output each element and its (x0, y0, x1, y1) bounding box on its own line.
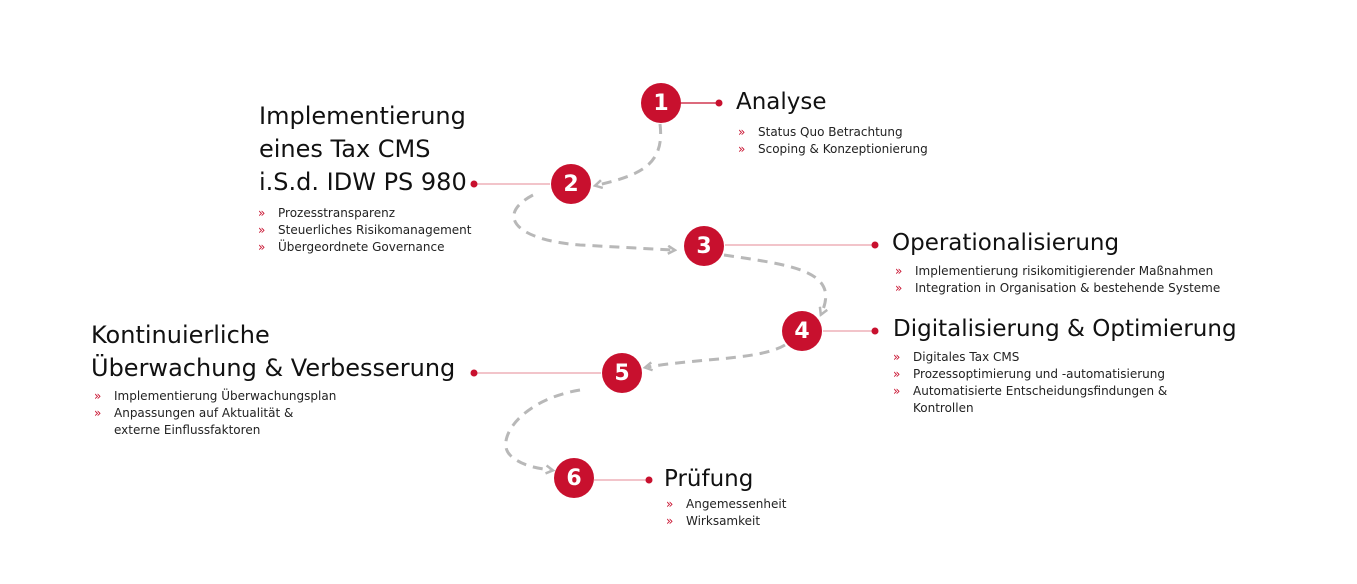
bullet-mark: » (94, 406, 102, 420)
bullet-mark: » (893, 384, 901, 398)
list-item: »Wirksamkeit (666, 514, 761, 528)
leader-dot-6 (645, 476, 653, 484)
step-number: 5 (614, 360, 630, 386)
list-item: »Prozessoptimierung und -automatisierung (893, 367, 1165, 381)
step-2-title: Implementierung eines Tax CMS i.S.d. IDW… (259, 100, 467, 199)
step-6-badge: 6 (554, 458, 594, 498)
step-1-badge: 1 (641, 83, 681, 123)
bullet-mark: » (893, 367, 901, 381)
list-item: »Steuerliches Risikomanagement (258, 223, 472, 237)
step-2-badge: 2 (551, 164, 591, 204)
bullet-mark: » (258, 223, 266, 237)
title-line: Überwachung & Verbesserung (91, 354, 456, 382)
list-item: »Status Quo Betrachtung (738, 125, 903, 139)
step-6-bullets: »Angemessenheit »Wirksamkeit (666, 496, 786, 530)
step-4-title: Digitalisierung & Optimierung (893, 316, 1237, 342)
step-number: 6 (566, 465, 582, 491)
step-5-badge: 5 (602, 353, 642, 393)
list-item: »Prozesstransparenz (258, 206, 395, 220)
bullet-mark: » (738, 125, 746, 139)
list-item: »Implementierung Überwachungsplan (94, 389, 337, 403)
bullet-mark: » (893, 350, 901, 364)
list-item: »Angemessenheit (666, 497, 787, 511)
bullet-mark: » (258, 240, 266, 254)
connector-4-5 (648, 343, 786, 367)
step-number: 1 (653, 90, 669, 116)
list-item: »Implementierung risikomitigierender Maß… (895, 264, 1214, 278)
connector-2-3 (512, 193, 672, 250)
leader-dot-5 (470, 369, 478, 377)
step-number: 2 (563, 171, 579, 197)
list-item: »Digitales Tax CMS (893, 350, 1020, 364)
step-3-badge: 3 (684, 226, 724, 266)
step-5-bullets: »Implementierung Überwachungsplan »Anpas… (94, 388, 336, 439)
step-1-title: Analyse (736, 89, 827, 115)
title-line: Implementierung (259, 102, 466, 130)
step-3-title: Operationalisierung (892, 230, 1120, 256)
list-item: »Scoping & Konzeptionierung (738, 142, 928, 156)
connector-5-6 (504, 388, 581, 470)
bullet-mark: » (666, 514, 674, 528)
bullet-mark: » (666, 497, 674, 511)
connector-3-4 (723, 253, 826, 312)
list-item: »Integration in Organisation & bestehend… (895, 281, 1221, 295)
list-item: »Übergeordnete Governance (258, 240, 445, 254)
list-item: »Anpassungen auf Aktualität & externe Ei… (94, 406, 294, 437)
step-1-bullets: »Status Quo Betrachtung »Scoping & Konze… (738, 124, 928, 158)
list-item: »Automatisierte Entscheidungsfindungen &… (893, 384, 1168, 415)
title-line: eines Tax CMS (259, 135, 431, 163)
bullet-mark: » (258, 206, 266, 220)
title-line: i.S.d. IDW PS 980 (259, 168, 467, 196)
connector-1-2 (598, 123, 663, 185)
step-3-bullets: »Implementierung risikomitigierender Maß… (895, 263, 1220, 297)
step-5-title: Kontinuierliche Überwachung & Verbesseru… (91, 319, 455, 385)
leader-dot-1 (715, 99, 723, 107)
step-6-title: Prüfung (664, 466, 754, 492)
leader-dot-2 (470, 180, 478, 188)
bullet-mark: » (738, 142, 746, 156)
bullet-mark: » (94, 389, 102, 403)
leader-dot-3 (871, 241, 879, 249)
title-line: Kontinuierliche (91, 321, 270, 349)
step-number: 3 (696, 233, 712, 259)
step-4-bullets: »Digitales Tax CMS »Prozessoptimierung u… (893, 349, 1167, 417)
step-4-badge: 4 (782, 311, 822, 351)
step-2-bullets: »Prozesstransparenz »Steuerliches Risiko… (258, 205, 471, 256)
bullet-mark: » (895, 281, 903, 295)
step-number: 4 (794, 318, 810, 344)
leader-dot-4 (871, 327, 879, 335)
bullet-mark: » (895, 264, 903, 278)
